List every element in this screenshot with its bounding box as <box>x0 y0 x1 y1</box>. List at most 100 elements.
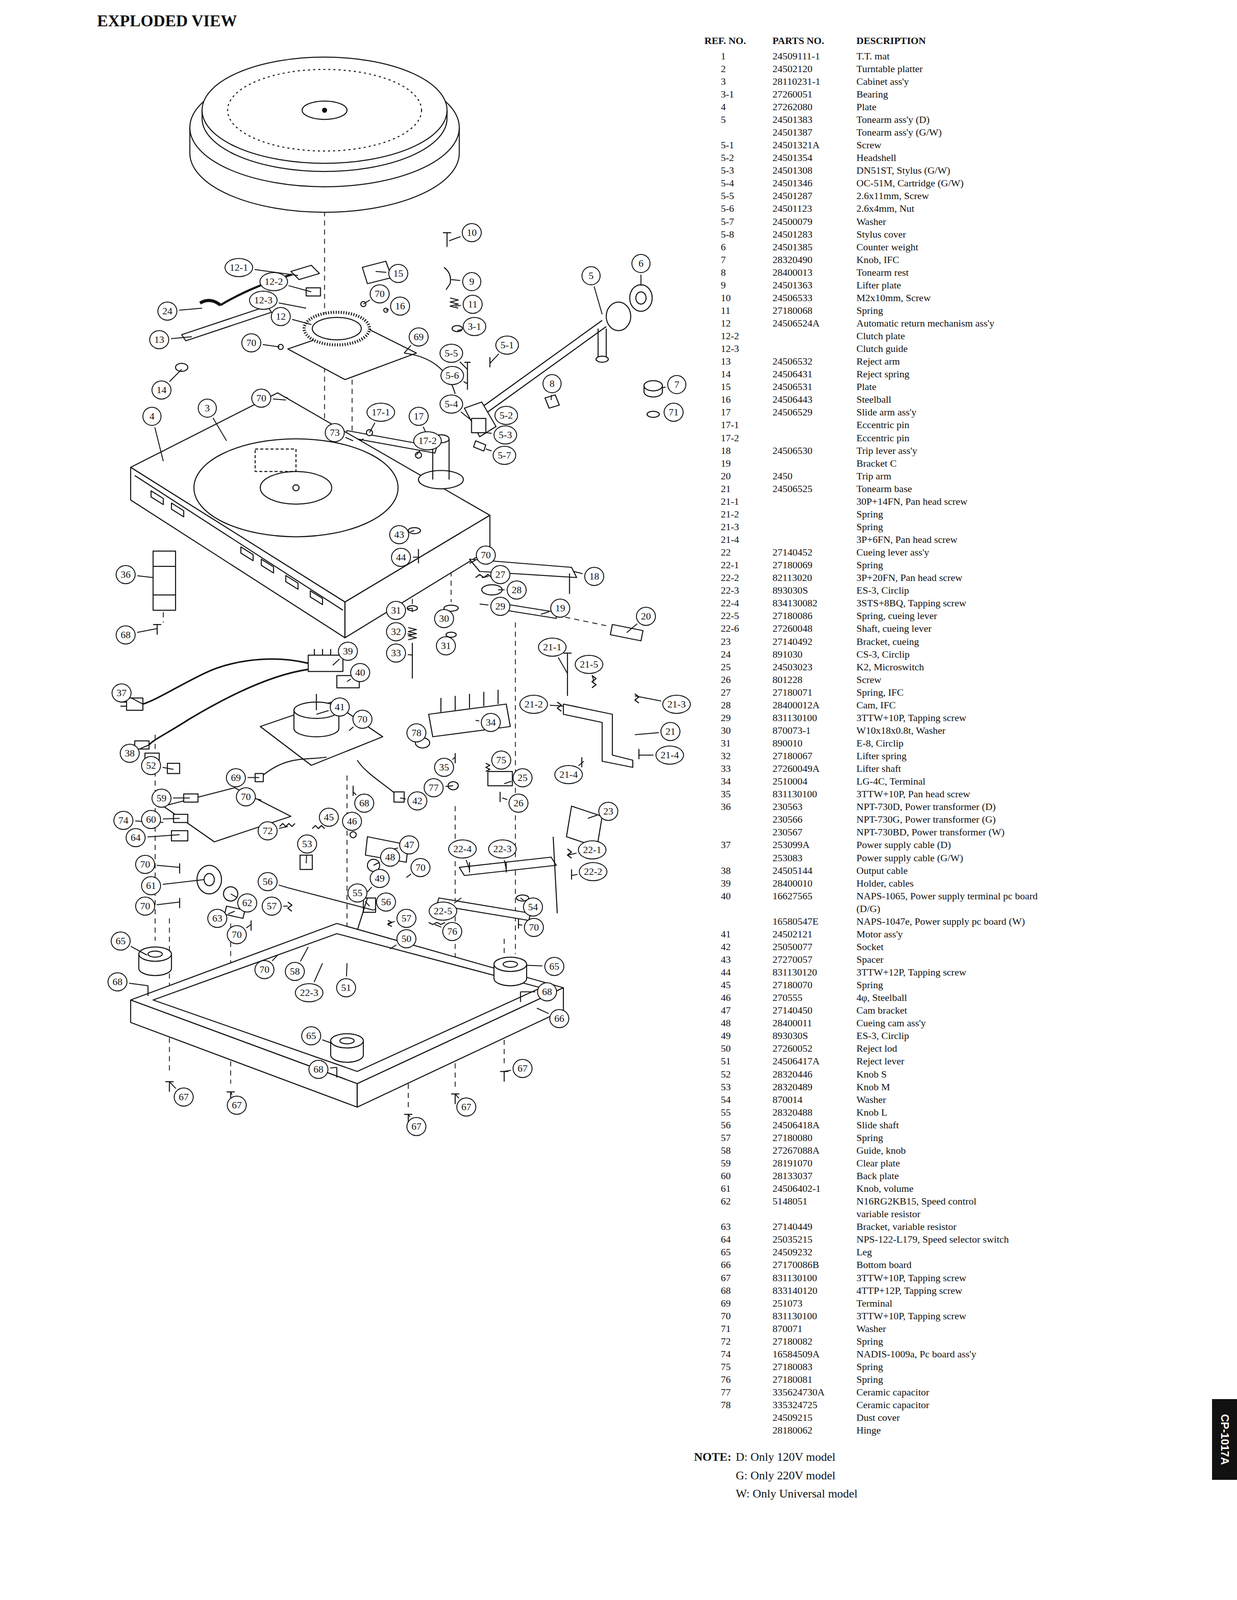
callout-number: 55 <box>347 883 368 903</box>
callout-number: 22-5 <box>428 901 458 921</box>
drawing-stroke <box>130 923 564 1084</box>
callout-number: 47 <box>399 835 420 855</box>
callout-text: 21-2 <box>524 699 543 710</box>
drawing-stroke <box>450 571 452 603</box>
part-description: Bracket, variable resistor <box>856 1220 957 1234</box>
part-description: Spring <box>856 1360 884 1374</box>
callout-number: 43 <box>389 525 410 545</box>
callout-text: 21-4 <box>559 769 578 780</box>
callout-number: 44 <box>391 547 411 568</box>
ref-number: 25 <box>720 660 731 674</box>
ref-number: 65 <box>720 1246 731 1259</box>
part-description: Clutch guide <box>856 342 908 356</box>
part-number: 335324725 <box>772 1398 818 1412</box>
callout-text: 75 <box>496 755 507 766</box>
part-description: Washer <box>856 1322 886 1336</box>
leader-line <box>313 963 323 983</box>
callout-text: 27 <box>495 569 506 580</box>
leader-line <box>451 279 461 281</box>
part-number: 24509111-1 <box>772 49 821 63</box>
callout-text: 3-1 <box>467 321 481 332</box>
callout-number: 29 <box>490 596 511 617</box>
drawing-stroke <box>290 265 320 280</box>
leader-line <box>502 798 508 801</box>
part-number: 27180070 <box>772 978 813 992</box>
drawing-stroke <box>204 873 215 886</box>
part-description: 3TTW+10P, Tapping screw <box>856 1310 967 1323</box>
part-description: Spring <box>856 1373 884 1387</box>
callout-number: 63 <box>207 909 228 929</box>
ref-number: 46 <box>720 991 731 1005</box>
leader-line <box>132 698 143 705</box>
part-number: 24506418A <box>772 1119 820 1132</box>
part-description: Knob, IFC <box>856 253 900 267</box>
drawing-stroke <box>635 292 647 305</box>
callout-text: 70 <box>374 288 385 299</box>
ref-number: 74 <box>720 1348 731 1361</box>
callout-number: 21-5 <box>574 655 604 675</box>
leader-line <box>578 761 585 767</box>
ref-number: 12-2 <box>720 329 739 343</box>
leader-line <box>518 924 523 926</box>
part-number: 27260051 <box>772 88 813 101</box>
ref-number: 9 <box>720 278 726 292</box>
part-description: Automatic return mechanism ass'y <box>856 317 995 330</box>
part-description: ES-3, Circlip <box>856 584 910 597</box>
drawing-stroke <box>330 1033 364 1049</box>
leader-line <box>375 271 387 273</box>
callout-text: 70 <box>231 929 242 940</box>
part-number: 893030S <box>772 1029 808 1043</box>
callout-text: 70 <box>415 862 426 873</box>
callout-number: 8 <box>542 374 562 394</box>
callout-number: 18 <box>584 567 605 587</box>
leader-line <box>407 608 413 609</box>
callout-text: 12-2 <box>264 276 283 287</box>
callout-number: 33 <box>386 643 406 663</box>
part-number: 28133037 <box>772 1169 813 1183</box>
callout-text: 50 <box>401 933 412 944</box>
ref-number: 12-3 <box>720 342 739 356</box>
drawing-stroke <box>153 551 177 611</box>
leader-line <box>283 905 289 907</box>
part-number: 2510004 <box>772 775 808 788</box>
part-number: 870073-1 <box>772 724 811 738</box>
drawing-stroke <box>606 302 631 331</box>
callout-text: 21-4 <box>660 750 679 761</box>
drawing-stroke <box>200 300 221 305</box>
drawing-stroke <box>194 439 399 538</box>
bottom-board <box>130 923 564 1125</box>
drawing-stroke <box>314 649 339 656</box>
callout-number: 17-2 <box>413 431 442 451</box>
part-number: 27180068 <box>772 304 813 318</box>
ref-number: 47 <box>720 1004 731 1017</box>
ref-number: 37 <box>720 838 731 852</box>
callout-text: 73 <box>329 427 340 438</box>
callout-text: 68 <box>359 798 370 809</box>
callout-text: 17 <box>413 411 424 422</box>
drawing-stroke <box>151 490 164 505</box>
leader-line <box>520 898 524 901</box>
part-number: 24501283 <box>772 228 813 241</box>
part-description: 3TTW+12P, Tapping screw <box>856 966 967 979</box>
part-number: 16580547E <box>772 915 819 929</box>
callout-text: 60 <box>146 814 157 825</box>
leader-line <box>481 576 489 578</box>
callout-text: 70 <box>528 922 539 933</box>
part-number: 24501287 <box>772 189 813 203</box>
ref-number: 5 <box>720 113 726 127</box>
callout-number: 36 <box>115 565 136 585</box>
callout-text: 6 <box>638 258 644 269</box>
leader-line <box>455 305 461 307</box>
drawing-stroke <box>459 857 557 876</box>
callout-number: 5-4 <box>439 394 464 414</box>
ref-number: 11 <box>720 304 731 318</box>
drawing-stroke <box>227 69 422 152</box>
ref-number: 3-1 <box>720 88 734 101</box>
ref-number: 13 <box>720 355 731 368</box>
callout-text: 7 <box>674 379 680 390</box>
part-description: 3TTW+10P, Tapping screw <box>856 1271 967 1285</box>
callout-number: 70 <box>410 858 431 878</box>
ref-number: 51 <box>720 1055 731 1068</box>
note-heading: NOTE: <box>694 1450 732 1465</box>
callout-number: 17 <box>408 406 429 426</box>
